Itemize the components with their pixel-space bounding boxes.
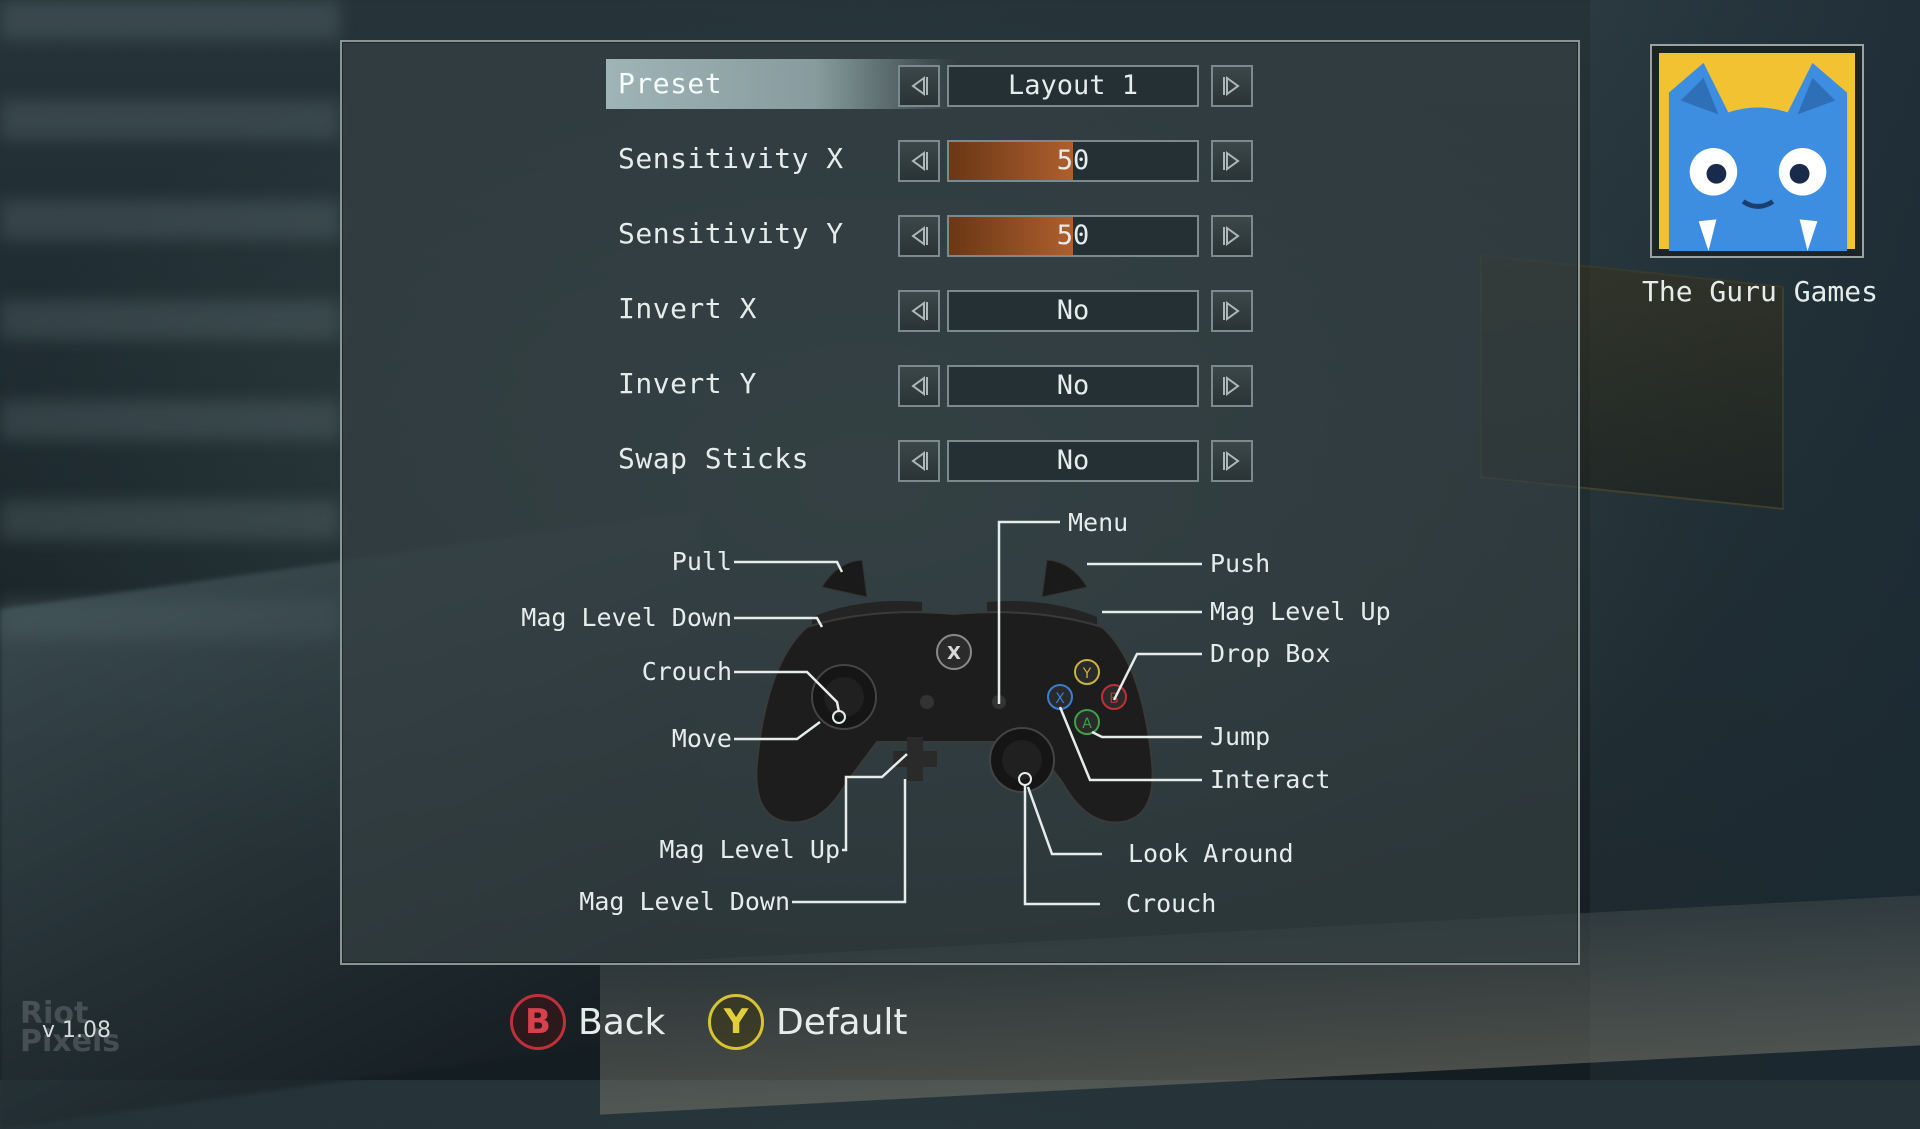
- back-label: Back: [578, 1001, 666, 1043]
- background-window-blinds: [0, 0, 340, 700]
- arrow-right-icon: [1223, 301, 1240, 321]
- back-button[interactable]: B Back: [510, 990, 665, 1054]
- a-button: [1074, 709, 1100, 735]
- setting-label: Sensitivity X: [618, 142, 844, 175]
- label-mag-level-up-dpad: Mag Level Up: [659, 835, 840, 864]
- b-button: [1101, 684, 1127, 710]
- arrow-right-icon: [1223, 76, 1240, 96]
- sensitivity-y-slider[interactable]: 50: [947, 215, 1199, 257]
- setting-label: Sensitivity Y: [618, 217, 844, 250]
- label-menu: Menu: [1068, 508, 1129, 537]
- b-button-icon: B: [510, 994, 566, 1050]
- arrow-right-icon: [1223, 151, 1240, 171]
- label-look-around: Look Around: [1128, 839, 1294, 868]
- arrow-right-button[interactable]: [1211, 440, 1253, 482]
- arrow-left-icon: [911, 226, 928, 246]
- setting-label: Preset: [606, 59, 956, 109]
- label-push: Push: [1210, 549, 1271, 578]
- view-button: [920, 695, 934, 709]
- arrow-right-icon: [1223, 451, 1240, 471]
- arrow-right-button[interactable]: [1211, 215, 1253, 257]
- label-drop-box: Drop Box: [1210, 639, 1331, 668]
- arrow-left-button[interactable]: [898, 365, 940, 407]
- label-mag-level-down-dpad: Mag Level Down: [579, 887, 790, 916]
- setting-row-invert-y[interactable]: Invert Y No: [606, 359, 1326, 409]
- svg-text:X: X: [1055, 691, 1065, 707]
- profile-avatar: [1650, 44, 1864, 258]
- controller-body: [755, 611, 1154, 824]
- arrow-left-icon: [911, 301, 928, 321]
- setting-row-swap-sticks[interactable]: Swap Sticks No: [606, 434, 1326, 484]
- leader-lines: [734, 520, 1202, 906]
- label-mag-level-up-bumper: Mag Level Up: [1210, 597, 1391, 626]
- arrow-left-button[interactable]: [898, 65, 940, 107]
- controller-settings-panel: Preset Layout 1 Sensitivity X 50 Sensiti…: [340, 40, 1580, 965]
- arrow-left-button[interactable]: [898, 215, 940, 257]
- label-crouch-left-stick: Crouch: [641, 657, 732, 686]
- svg-text:X: X: [947, 643, 961, 664]
- setting-row-preset[interactable]: Preset Layout 1: [606, 59, 1326, 109]
- arrow-left-icon: [911, 451, 928, 471]
- arrow-right-button[interactable]: [1211, 365, 1253, 407]
- watermark: Riot Pixels: [20, 996, 121, 1059]
- label-pull: Pull: [671, 547, 732, 576]
- blue-cat-face-icon: [1668, 62, 1848, 251]
- arrow-left-icon: [911, 76, 928, 96]
- arrow-right-button[interactable]: [1211, 65, 1253, 107]
- y-button: [1074, 659, 1100, 685]
- setting-row-invert-x[interactable]: Invert X No: [606, 284, 1326, 334]
- xbox-button: [936, 634, 972, 670]
- label-mag-level-down-bumper: Mag Level Down: [521, 603, 732, 632]
- profile-username: The Guru Games: [1641, 275, 1878, 308]
- arrow-right-button[interactable]: [1211, 140, 1253, 182]
- setting-label: Swap Sticks: [618, 442, 809, 475]
- arrow-left-button[interactable]: [898, 290, 940, 332]
- arrow-right-button[interactable]: [1211, 290, 1253, 332]
- arrow-left-icon: [911, 376, 928, 396]
- setting-value: No: [947, 440, 1199, 482]
- label-move: Move: [671, 724, 732, 753]
- setting-value: No: [947, 290, 1199, 332]
- setting-row-sensitivity-y[interactable]: Sensitivity Y 50: [606, 209, 1326, 259]
- label-interact: Interact: [1210, 765, 1331, 794]
- arrow-left-button[interactable]: [898, 140, 940, 182]
- slider-fill: [949, 217, 1073, 255]
- setting-label: Invert X: [618, 292, 757, 325]
- svg-text:Y: Y: [1082, 666, 1092, 682]
- label-crouch-right-stick: Crouch: [1126, 889, 1217, 918]
- arrow-left-icon: [911, 151, 928, 171]
- arrow-right-icon: [1223, 376, 1240, 396]
- sensitivity-x-slider[interactable]: 50: [947, 140, 1199, 182]
- arrow-right-icon: [1223, 226, 1240, 246]
- left-trigger: [821, 559, 868, 598]
- label-jump: Jump: [1210, 722, 1271, 751]
- version-label: v 1.08: [42, 1018, 111, 1043]
- setting-value: Layout 1: [947, 65, 1199, 107]
- right-trigger: [1041, 559, 1088, 598]
- svg-text:A: A: [1082, 716, 1092, 732]
- setting-row-sensitivity-x[interactable]: Sensitivity X 50: [606, 134, 1326, 184]
- arrow-left-button[interactable]: [898, 440, 940, 482]
- setting-value: No: [947, 365, 1199, 407]
- default-label: Default: [776, 1001, 908, 1043]
- setting-label: Invert Y: [618, 367, 757, 400]
- controller-graphic: X Y B X A: [734, 520, 1202, 906]
- controller-diagram: X Y B X A: [342, 42, 1582, 967]
- y-button-icon: Y: [708, 994, 764, 1050]
- default-button[interactable]: Y Default: [708, 990, 908, 1054]
- slider-fill: [949, 142, 1073, 180]
